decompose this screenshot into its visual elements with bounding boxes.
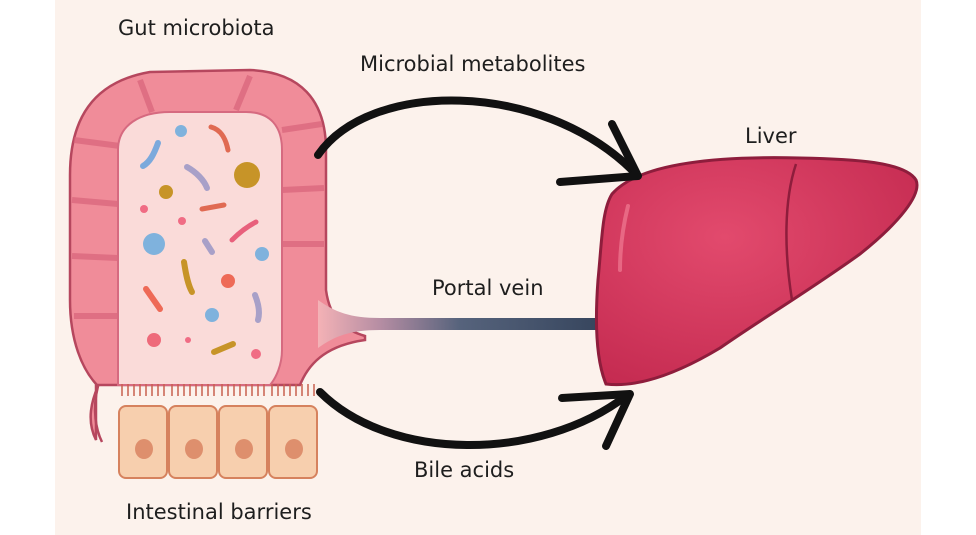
intestine-illustration-icon <box>68 68 367 479</box>
microbial-metabolites-label: Microbial metabolites <box>360 52 586 76</box>
metabolites-arrow-icon <box>314 96 642 186</box>
epithelial-cells-icon <box>118 405 318 479</box>
microvilli <box>121 384 315 396</box>
bile-acids-arrow-icon <box>316 388 634 450</box>
intestinal-barriers-label: Intestinal barriers <box>126 500 312 524</box>
liver-label: Liver <box>745 124 797 148</box>
portal-vein-label: Portal vein <box>432 276 544 300</box>
bacteria-cluster-icon <box>140 124 269 359</box>
portal-vein <box>318 300 602 348</box>
liver-illustration-icon <box>595 156 919 387</box>
bile-acids-label: Bile acids <box>414 458 515 482</box>
gut-microbiota-label: Gut microbiota <box>118 16 275 40</box>
